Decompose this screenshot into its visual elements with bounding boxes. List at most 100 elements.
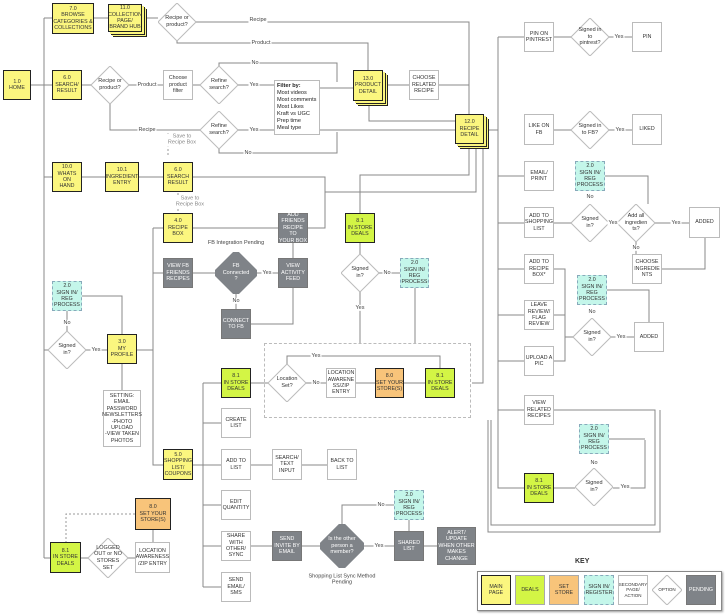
node-add-to-shopping-list[interactable]: ADD TO SHOPPING LIST — [524, 207, 554, 238]
edge-label: No — [62, 319, 72, 327]
node-in-store-deals-low[interactable]: 8.1 IN STORE DEALS — [50, 542, 81, 573]
node-pin[interactable]: PIN — [632, 22, 662, 52]
edge-label: No — [311, 379, 321, 387]
decision-recipe-or-product-1[interactable]: Recipe or product? — [158, 3, 196, 41]
filter-option: Meal type — [277, 124, 302, 131]
node-product-detail[interactable]: 13.0 PRODUCT DETAIL — [353, 70, 383, 101]
sync-pending-note: Shopping List Sync Method Pending — [307, 573, 377, 587]
node-view-fb-friends[interactable]: VIEW FB FRIENDS RECIPES — [163, 258, 193, 288]
filter-option: Most Likes — [277, 103, 304, 110]
edge-label: No — [585, 193, 595, 201]
filter-option: Prep time — [277, 117, 301, 124]
node-add-to-list[interactable]: ADD TO LIST — [221, 449, 251, 480]
decision-refine-search-2[interactable]: Refine search? — [200, 111, 238, 149]
node-email-print[interactable]: EMAIL/ PRINT — [524, 161, 554, 191]
node-send-email-sms[interactable]: SEND EMAIL/ SMS — [221, 572, 251, 602]
key-set-store: SET STORE — [549, 575, 579, 605]
filter-option: Kraft vs UGC — [277, 110, 310, 117]
node-whats-on-hand[interactable]: 10.0 WHATS ON HAND — [52, 162, 82, 192]
edge-label: Yes — [373, 542, 385, 550]
node-recipe-detail[interactable]: 12.0 RECIPE DETAIL — [455, 114, 484, 144]
node-in-store-deals-mid-2[interactable]: 8.1 IN STORE DEALS — [425, 368, 455, 398]
node-upload-pic[interactable]: UPLOAD A PIC — [524, 346, 554, 376]
node-search-text-input[interactable]: SEARCH/ TEXT INPUT — [272, 449, 302, 480]
edge-label: Recipe — [248, 16, 268, 24]
node-sign-in-top[interactable]: 2.0 SIGN IN/ REG PROCESS — [400, 258, 429, 288]
decision-signed-pinterest[interactable]: Signed in to pintrest? — [571, 18, 609, 56]
node-sign-in-r2[interactable]: 2.0 SIGN IN/ REG PROCESS — [577, 275, 607, 305]
in-store-deals-group — [264, 343, 471, 418]
decision-signed-in-top[interactable]: Signed in? — [341, 254, 379, 292]
node-search-result-2[interactable]: 6.0 SEARCH RESULT — [163, 162, 193, 192]
node-browse-categories[interactable]: 7.0 BROWSE CATEGORIES & COLLECTIONS — [52, 3, 94, 34]
node-connect-fb[interactable]: CONNECT TO FB — [221, 309, 251, 339]
node-location-awareness-mid[interactable]: LOCATION AWARENE SS/ZIP ENTRY — [326, 368, 356, 398]
node-location-awareness-low[interactable]: LOCATION AWARENESS /ZIP ENTRY — [135, 542, 170, 573]
node-home[interactable]: 1.0 HOME — [3, 70, 31, 100]
node-send-invite[interactable]: SEND INVITE BY EMAIL — [272, 531, 302, 561]
node-alert-update[interactable]: ALERT/ UPDATE WHEN OTHER MAKES CHANGE — [437, 527, 476, 565]
node-set-store-low[interactable]: 8.0 SET YOUR STORE(S) — [135, 498, 171, 530]
node-choose-product-filter[interactable]: Choose product filter — [163, 70, 193, 100]
key-title: KEY — [575, 558, 590, 565]
node-search-result[interactable]: 6.0 SEARCH/ RESULT — [52, 70, 82, 100]
edge-label: No — [382, 269, 392, 277]
node-in-store-deals-top[interactable]: 8.1 IN STORE DEALS — [345, 213, 375, 243]
filter-options-box: Filter by: Most videos Most comments Mos… — [274, 80, 320, 135]
decision-signed-shopping[interactable]: Signed in? — [571, 204, 609, 242]
decision-recipe-or-product-2[interactable]: Recipe or product? — [91, 66, 129, 104]
node-ingredient-entry[interactable]: 10.1 INGREDIENT ENTRY — [105, 162, 139, 192]
node-sign-in-r1[interactable]: 2.0 SIGN IN/ REG PROCESS — [575, 161, 605, 191]
node-back-to-list[interactable]: BACK TO LIST — [327, 449, 357, 480]
key-option: OPTION — [652, 575, 682, 605]
decision-is-member[interactable]: Is the other person a member? — [320, 524, 364, 568]
node-recipe-box[interactable]: 4.0 RECIPE BOX — [163, 213, 193, 243]
node-sign-in-r3[interactable]: 2.0 SIGN IN/ REG PROCESS — [579, 424, 609, 454]
decision-add-all-ingredients[interactable]: Add all ingredien ts? — [617, 204, 655, 242]
node-edit-quantity[interactable]: EDIT QUANTITY — [221, 490, 251, 520]
node-like-on-fb[interactable]: LIKE ON FB — [524, 114, 554, 145]
node-add-to-recipe-box[interactable]: ADD TO RECIPE BOX* — [524, 254, 554, 284]
decision-fb-connected[interactable]: FB Connected ? — [215, 252, 257, 294]
decision-location-set[interactable]: Location Set? — [268, 364, 306, 402]
node-share-sync[interactable]: SHARE WITH OTHER/ SYNC — [221, 531, 251, 561]
node-added-1[interactable]: ADDED — [689, 207, 720, 238]
node-view-related-recipes[interactable]: VIEW RELATED RECIPES — [524, 395, 554, 425]
node-sign-in-share[interactable]: 2.0 SIGN IN/ REG PROCESS — [394, 490, 424, 520]
decision-signed-deals[interactable]: Signed in? — [575, 468, 613, 506]
node-shopping-list[interactable]: 5.0 SHOPPING LIST/ COUPONS — [163, 449, 193, 480]
node-added-2[interactable]: ADDED — [634, 322, 664, 352]
node-choose-related-recipe[interactable]: CHOOSE RELATED RECIPE — [409, 70, 439, 100]
edge-label: No — [243, 149, 253, 157]
edge-label: Product — [250, 39, 272, 47]
node-create-list[interactable]: CREATE LIST — [221, 408, 251, 438]
key-pending: PENDING — [686, 575, 716, 605]
node-add-friends-recipe[interactable]: ADD FRIENDS RECIPE TO YOUR BOX — [278, 212, 308, 244]
node-choose-ingredients[interactable]: CHOOSE INGREDIE NTS — [632, 254, 662, 284]
node-settings[interactable]: SETTING: EMAIL PASSWORD NEWSLETTERS -PHO… — [102, 390, 142, 447]
decision-label: FB Connected ? — [222, 263, 250, 283]
decision-signed-fb[interactable]: Signed in to FB? — [571, 111, 609, 149]
node-shared-list[interactable]: SHARED LIST — [394, 531, 424, 561]
node-sign-in-left[interactable]: 2.0 SIGN IN/ REG PROCESS — [52, 281, 82, 311]
node-view-activity-feed[interactable]: VIEW ACTIVITY FEED — [278, 258, 308, 288]
node-in-store-deals-mid[interactable]: 8.1 IN STORE DEALS — [221, 368, 251, 398]
edge-label: No — [587, 308, 597, 316]
decision-refine-search-1[interactable]: Refine search? — [200, 66, 238, 104]
node-pin-on-pinterest[interactable]: PIN ON PINTREST — [524, 22, 554, 52]
node-leave-review[interactable]: LEAVE REVIEW/ FLAG REVIEW — [524, 300, 554, 330]
decision-signed-review[interactable]: Signed in? — [573, 318, 611, 356]
edge-label: Product — [136, 81, 158, 89]
node-set-store-mid[interactable]: 8.0 SET YOUR STORE(S) — [375, 368, 404, 398]
decision-signed-in-left[interactable]: Signed in? — [48, 331, 86, 369]
node-my-profile[interactable]: 3.0 MY PROFILE — [107, 334, 137, 364]
node-liked[interactable]: LIKED — [632, 114, 662, 145]
node-in-store-deals-r[interactable]: 8.1 IN STORE DEALS — [524, 473, 554, 503]
edge-label: Yes — [354, 304, 366, 312]
edge-label: Yes — [248, 81, 260, 89]
key-main-page: MAIN PAGE — [481, 575, 511, 605]
node-collection-page[interactable]: 11.0 COLLECTION PAGE/ BRAND HUB — [108, 4, 142, 32]
decision-label: Add all ingredien ts? — [624, 213, 648, 233]
decision-label: Signed in? — [585, 480, 603, 493]
decision-logged-out[interactable]: LOGGED OUT or NO STORES SET — [88, 538, 128, 578]
